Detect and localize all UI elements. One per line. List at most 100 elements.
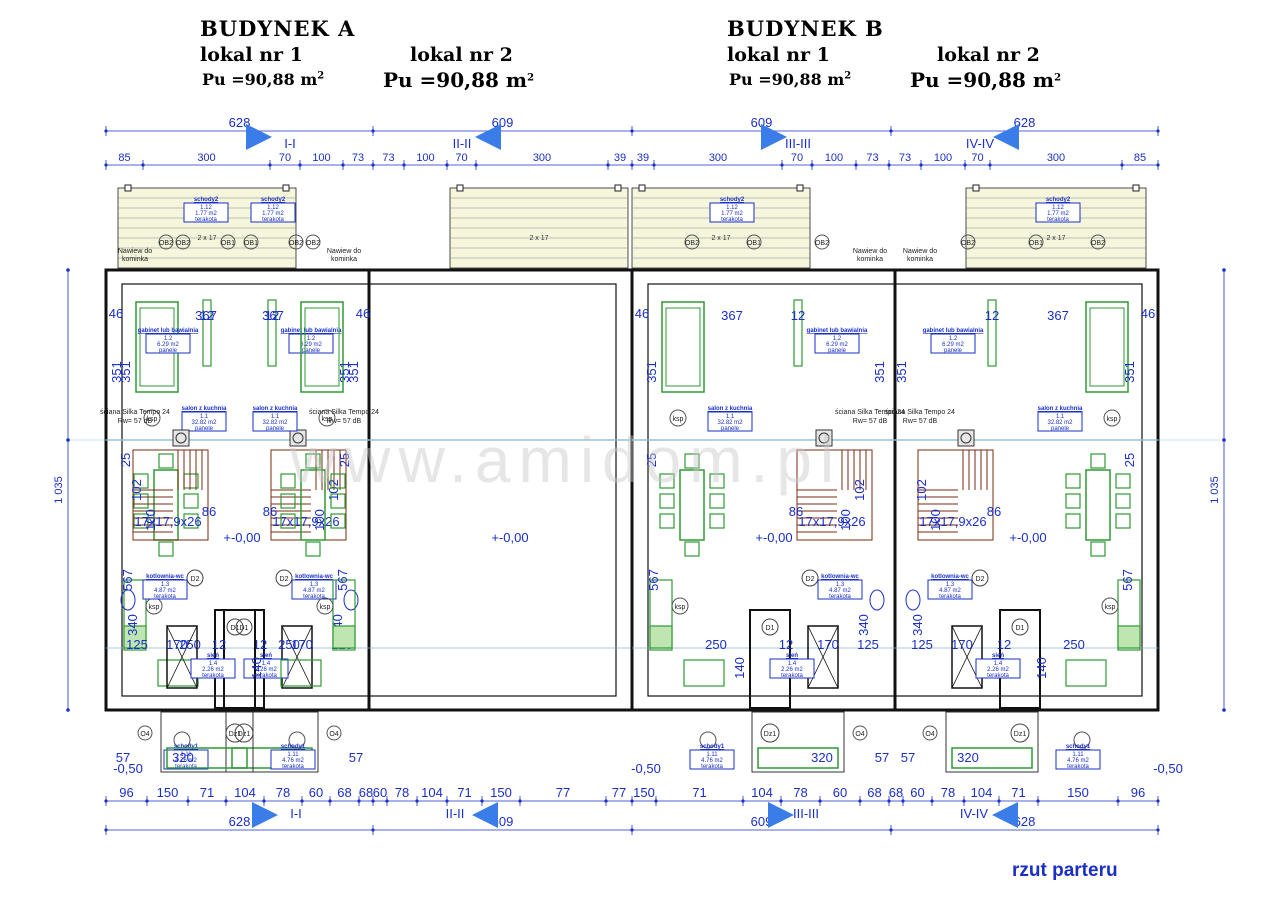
chair [133,473,149,489]
bottom-total-dim-node [371,828,375,832]
window-ob2-label: OB2 [306,240,320,247]
dim-102: 102 [326,479,341,501]
dim-12: 12 [253,637,267,652]
dim-340: 340 [856,614,871,636]
dim-100: 100 [143,509,158,531]
dining-table [300,469,326,541]
chimney [289,429,307,447]
dim-25: 25 [1122,453,1137,467]
kitchen-sink [1117,625,1141,649]
terrace-post [796,184,804,192]
bottom-row-dim-label: 68 [889,785,903,800]
bottom-row-dim-node [858,799,862,803]
window-ob1-label: OB1 [1029,240,1043,247]
room-id: 1.11 [1072,752,1084,758]
window-ob2-circle [175,234,191,250]
room-box [183,202,229,223]
dim-340: 340 [125,614,140,636]
dim-12: 12 [985,308,999,323]
chimney-flue [960,432,972,444]
room-name: salon z kuchnia [708,406,753,412]
door-d2-label: D2 [806,576,815,583]
dining-table [1085,469,1111,541]
door-dz1-label: Dz1 [229,731,242,738]
sofa-seat [304,307,340,387]
building-walls [70,268,1220,712]
room-area: 4.87 m2 [154,588,176,594]
window-ob1-label: OB1 [244,240,258,247]
building-b-unit2-area: Pu =90,88 m2 [910,68,1062,92]
room-name: kotlownia-wc [931,574,969,580]
bottom-row-dim-node [901,799,905,803]
kitchen-sink [332,625,356,649]
dim-351: 351 [118,361,133,383]
dim-86: 86 [202,504,216,519]
top-row-dim-node [854,163,858,167]
top-row-dim-label: 300 [197,152,215,164]
bottom-row-dim-label: 71 [457,785,471,800]
bottom-row-dim-label: 71 [200,785,214,800]
room-name: schody1 [174,744,199,750]
kominka-label: kominka [331,256,357,263]
dim-125: 125 [126,637,148,652]
chair [709,513,725,529]
bottom-row-dim-node [604,799,608,803]
room-area: 32.82 m2 [1047,420,1073,426]
chair [305,541,321,557]
dim-57: 57 [875,750,889,765]
room-id: 1.12 [726,205,738,211]
door-dz1-circle [1010,723,1030,743]
door-d1-label: D1 [1016,625,1025,632]
room-box [145,333,191,354]
room-name: sień [992,653,1004,659]
door-d1-label: D1 [231,625,240,632]
level-ground: +-0,00 [491,530,528,545]
door-d1-circle [235,618,253,636]
room-floor: terakota [175,764,197,770]
ksp-label: ksp [320,604,331,611]
door-d1-circle [1011,618,1029,636]
door-d2-label: D2 [976,576,985,583]
cabinet [793,299,803,367]
window-o4-circle [137,725,153,741]
dim-125: 125 [911,637,933,652]
terrace-post [638,184,646,192]
section-label-bottom: I-I [290,806,302,821]
room-box [291,579,337,600]
room-floor: terakota [303,594,325,600]
dim-250: 250 [1063,637,1085,652]
wall-rw: Rw= 57 dB [118,418,153,425]
window-ob2-label: OB2 [159,240,173,247]
boiler [186,569,204,587]
chimney-flue [292,432,304,444]
room-name: schody1 [1066,744,1091,750]
window-ob2-label: OB2 [815,240,829,247]
wall-note: ściana Silka Tempo 24 [100,409,170,416]
front-landing [945,711,1039,773]
side-dim-node [66,438,70,442]
dim-367: 367 [1047,308,1069,323]
kitchen-sink [123,625,147,649]
room-floor: panele [302,348,321,354]
level-ground: +-0,00 [755,530,792,545]
kitchen-sink [649,625,673,649]
top-row-dim-node [341,163,345,167]
terrace-post [614,184,622,192]
room-floor: panele [159,348,178,354]
room-id: 1.12 [267,205,279,211]
building-a-unit2-label: lokal nr 2 [410,44,513,66]
dim-351: 351 [337,361,352,383]
staircase [917,449,994,541]
chair [1090,541,1106,557]
room-area: 6.29 m2 [942,342,964,348]
room-floor: terakota [701,764,723,770]
top-total-dim-node [1156,129,1160,133]
stair-label: 17x17,9x26 [272,514,339,529]
bottom-row-dim-label: 104 [234,785,256,800]
room-area: 1.77 m2 [1047,211,1069,217]
window-o1fix-circle [699,731,717,749]
room-name: salon z kuchnia [1038,406,1083,412]
wc-bowl [905,589,921,611]
